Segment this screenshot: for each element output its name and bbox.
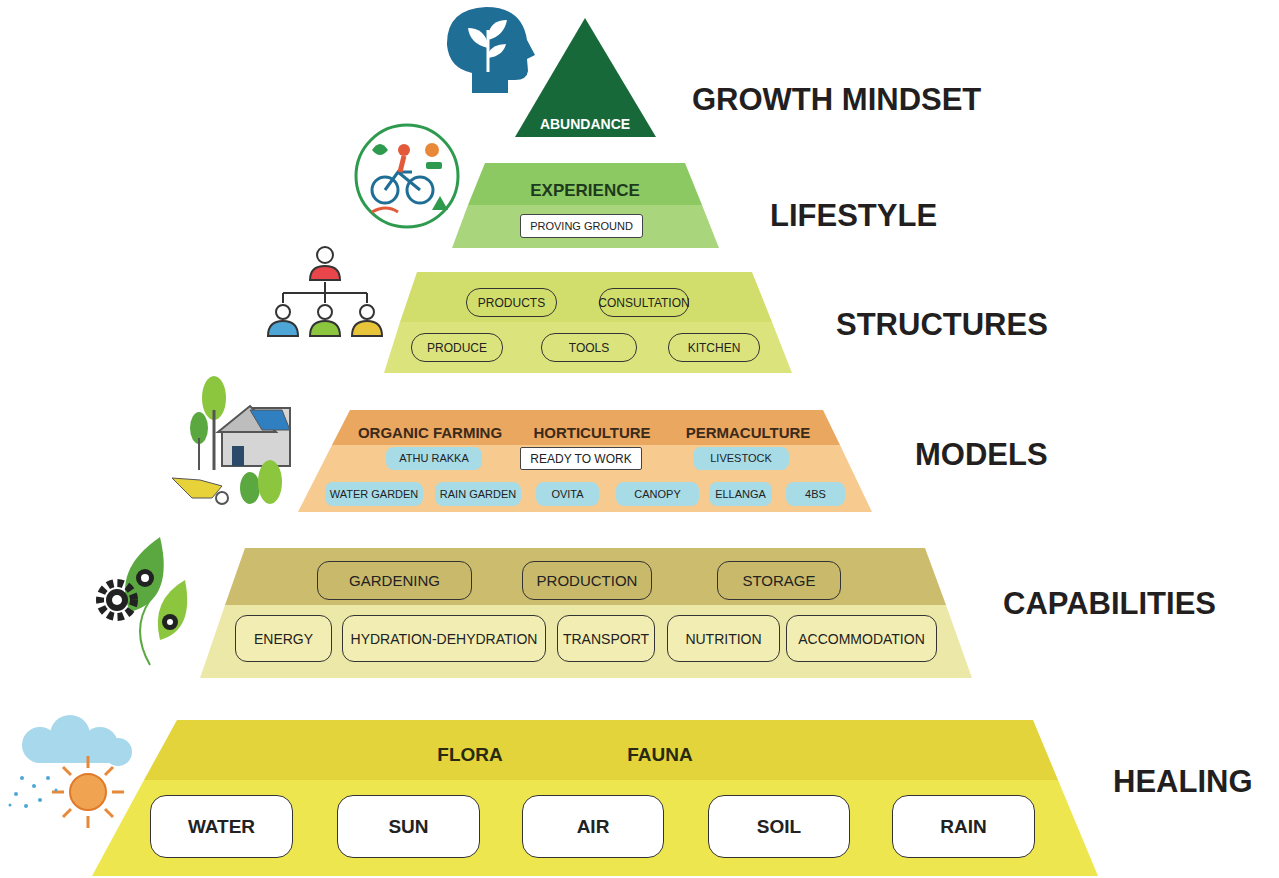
mind-icon xyxy=(447,7,535,93)
item-label: ELLANGA xyxy=(715,489,766,500)
item-label: GARDENING xyxy=(349,573,440,588)
item-label: STORAGE xyxy=(742,573,815,588)
tier-heading: FLORA xyxy=(437,745,502,764)
lifestyle-icon xyxy=(356,125,458,227)
item-box: SUN xyxy=(337,795,480,858)
item-label: KITCHEN xyxy=(688,342,741,354)
item-box: WATER GARDEN xyxy=(325,482,423,506)
item-label: TRANSPORT xyxy=(563,632,649,646)
tier-band xyxy=(452,205,719,248)
item-label: RAIN xyxy=(940,817,986,836)
item-label: CONSULTATION xyxy=(598,297,689,309)
org-chart-icon xyxy=(268,247,382,336)
tier-shape xyxy=(384,272,792,373)
item-label: WATER xyxy=(188,817,255,836)
item-box: CANOPY xyxy=(616,482,699,506)
pyramid-tier: CAPABILITIESGARDENINGPRODUCTIONSTORAGEEN… xyxy=(200,548,972,678)
tier-heading: ABUNDANCE xyxy=(540,117,630,131)
item-label: PRODUCTION xyxy=(537,573,638,588)
weather-icon xyxy=(9,715,133,828)
item-box: CONSULTATION xyxy=(599,288,689,317)
item-label: HYDRATION-DEHYDRATION xyxy=(351,632,538,646)
item-box: ACCOMMODATION xyxy=(786,615,937,662)
item-box: STORAGE xyxy=(717,561,841,600)
item-box: RAIN xyxy=(892,795,1035,858)
item-box: PROVING GROUND xyxy=(520,214,643,238)
tier-band xyxy=(92,780,1098,876)
tier-heading: EXPERIENCE xyxy=(530,182,640,199)
tier-band xyxy=(298,445,872,512)
item-label: PRODUCTS xyxy=(478,297,545,309)
farm-icon xyxy=(172,376,290,504)
item-box: HYDRATION-DEHYDRATION xyxy=(342,615,546,662)
item-box: WATER xyxy=(150,795,293,858)
item-box: ELLANGA xyxy=(709,482,772,506)
item-label: PROVING GROUND xyxy=(530,221,633,232)
capability-icon xyxy=(100,537,187,665)
tier-label: CAPABILITIES xyxy=(1003,588,1216,619)
item-label: 4BS xyxy=(805,489,826,500)
item-box: READY TO WORK xyxy=(520,447,642,470)
item-box: ATHU RAKKA xyxy=(386,447,482,470)
pyramid-tier: EXPERIENCELIFESTYLEPROVING GROUND xyxy=(452,163,719,248)
tier-band xyxy=(225,548,946,605)
pyramid-tier: ABUNDANCEGROWTH MINDSET xyxy=(515,18,656,137)
item-box: OVITA xyxy=(536,482,599,506)
pyramid-tier: ORGANIC FARMINGHORTICULTUREPERMACULTUREM… xyxy=(298,410,872,512)
tier-band xyxy=(144,720,1058,780)
item-box: PRODUCTS xyxy=(466,288,557,317)
tier-heading: PERMACULTURE xyxy=(686,425,811,440)
item-label: SUN xyxy=(388,817,428,836)
item-box: NUTRITION xyxy=(667,615,780,662)
tier-label: STRUCTURES xyxy=(836,309,1048,340)
item-box: AIR xyxy=(522,795,664,858)
tier-heading: HORTICULTURE xyxy=(533,425,650,440)
pyramid-tier: FLORAFAUNAHEALINGWATERSUNAIRSOILRAIN xyxy=(92,720,1098,876)
item-box: ENERGY xyxy=(235,615,332,662)
item-label: NUTRITION xyxy=(685,632,761,646)
tier-label: GROWTH MINDSET xyxy=(692,84,981,115)
item-box: KITCHEN xyxy=(668,333,760,362)
tier-band xyxy=(200,605,972,678)
item-label: READY TO WORK xyxy=(530,453,631,465)
item-box: GARDENING xyxy=(317,561,472,600)
item-label: WATER GARDEN xyxy=(330,489,419,500)
tier-label: HEALING xyxy=(1113,766,1253,797)
tier-band xyxy=(332,410,840,445)
item-box: PRODUCE xyxy=(411,333,503,362)
item-box: LIVESTOCK xyxy=(693,447,789,470)
tier-heading: FAUNA xyxy=(627,745,692,764)
item-box: RAIN GARDEN xyxy=(435,482,521,506)
item-label: LIVESTOCK xyxy=(710,453,772,464)
item-label: ATHU RAKKA xyxy=(399,453,468,464)
item-label: ACCOMMODATION xyxy=(798,632,925,646)
tier-label: MODELS xyxy=(915,439,1048,470)
item-label: PRODUCE xyxy=(427,342,487,354)
tier-band xyxy=(384,322,792,373)
item-box: TRANSPORT xyxy=(557,615,655,662)
item-label: SOIL xyxy=(757,817,801,836)
item-label: TOOLS xyxy=(569,342,609,354)
pyramid-tier: STRUCTURESPRODUCTSCONSULTATIONPRODUCETOO… xyxy=(384,272,792,373)
item-label: ENERGY xyxy=(254,632,313,646)
item-box: TOOLS xyxy=(541,333,637,362)
tier-band xyxy=(400,272,772,322)
item-box: PRODUCTION xyxy=(522,561,652,600)
tier-band xyxy=(468,163,702,205)
tier-label: LIFESTYLE xyxy=(770,200,937,231)
item-label: CANOPY xyxy=(634,489,680,500)
item-box: 4BS xyxy=(786,482,845,506)
item-label: RAIN GARDEN xyxy=(440,489,516,500)
item-label: AIR xyxy=(577,817,610,836)
item-box: SOIL xyxy=(708,795,850,858)
item-label: OVITA xyxy=(551,489,583,500)
tier-band xyxy=(515,18,656,137)
tier-heading: ORGANIC FARMING xyxy=(358,425,502,440)
